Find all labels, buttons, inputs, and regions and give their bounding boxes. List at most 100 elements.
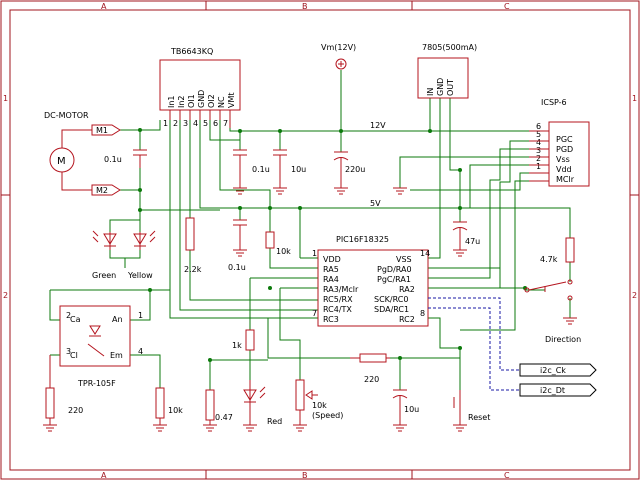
frame-col-c-bottom: C: [504, 471, 510, 480]
cap-c5-value: 47u: [465, 237, 480, 246]
motor-m2-label: M2: [96, 186, 108, 195]
photo-pin-an: An: [112, 315, 123, 324]
icsp-num-1: 1: [536, 162, 541, 171]
frame-row-2-left: 2: [3, 291, 8, 300]
speed-potentiometer: 10k (Speed): [295, 379, 343, 425]
cap-c4-value: 220u: [345, 165, 365, 174]
mcu-pin-pgc-ra1: PgC/RA1: [377, 275, 411, 284]
photo-pin-em: Em: [110, 351, 123, 360]
driver-pin-num-3: 3: [183, 119, 188, 128]
vm-supply: Vm(12V) 12V 5V: [321, 43, 386, 208]
rail-5v-label: 5V: [370, 199, 381, 208]
photo-num-2: 2: [66, 311, 71, 320]
motor-driver-ic: TB6643KQ In1 In2 OI1 GND OI2 NC VMt 1 2 …: [159, 47, 241, 128]
mcu-pin-num-14: 14: [420, 249, 430, 258]
icsp-header: ICSP-6 PGC PGD Vss Vdd MClr 6 5 4 3 2 1: [529, 98, 590, 187]
junctions: [138, 128, 527, 362]
icsp-num-4: 4: [536, 138, 541, 147]
mcu-pin-num-1: 1: [312, 249, 317, 258]
regulator-pin-in: IN: [426, 88, 435, 96]
mcu-pin-ra3-mclr: RA3/Mclr: [323, 285, 359, 294]
driver-pin-num-6: 6: [213, 119, 218, 128]
i2c-data-label: i2c_Dt: [540, 386, 565, 395]
led-yellow-label: Yellow: [127, 271, 153, 280]
photo-name: TPR-105F: [77, 379, 116, 388]
frame-col-a-bottom: A: [101, 471, 107, 480]
driver-pin-num-1: 1: [163, 119, 168, 128]
cap-c1-value: 0.1u: [104, 155, 122, 164]
icsp-pin-pgd: PGD: [556, 145, 573, 154]
frame-row-1-right: 1: [632, 94, 637, 103]
mcu-name: PIC16F18325: [336, 235, 389, 244]
led-red-label: Red: [267, 417, 282, 426]
driver-pin-in1: In1: [167, 95, 176, 108]
res-10k-b-value: 10k: [168, 406, 183, 415]
driver-pin-in2: In2: [177, 95, 186, 108]
mcu-pin-rc2: RC2: [399, 315, 415, 324]
direction-switch[interactable]: Direction: [524, 279, 581, 344]
i2c-signals: i2c_Ck i2c_Dt: [428, 297, 597, 397]
photo-pin-cl: Cl: [70, 351, 78, 360]
frame-col-b-bottom: B: [302, 471, 308, 480]
regulator-pin-out: OUT: [446, 79, 455, 96]
frame-row-1-left: 1: [3, 94, 8, 103]
cap-c3-value: 10u: [291, 165, 306, 174]
driver-pin-num-2: 2: [173, 119, 178, 128]
cap-c7-value: 10u: [404, 405, 419, 414]
wires: [49, 70, 571, 390]
motor-m1-label: M1: [96, 126, 108, 135]
mcu-pin-ra5: RA5: [323, 265, 339, 274]
driver-pin-num-7: 7: [223, 119, 228, 128]
icsp-pin-mclr: MClr: [556, 175, 575, 184]
res-220-a-value: 220: [68, 406, 83, 415]
rail-12v-label: 12V: [370, 121, 386, 130]
frame-col-c-top: C: [504, 2, 510, 11]
mcu-pin-sda-rc1: SDA/RC1: [374, 305, 409, 314]
mcu-pin-ra4: RA4: [323, 275, 339, 284]
res-1k-value: 1k: [232, 341, 242, 350]
res-047-value: 0.47: [215, 413, 233, 422]
mcu-pin-pgd-ra0: PgD/RA0: [377, 265, 412, 274]
regulator-pin-gnd: GND: [436, 78, 445, 96]
pot-value: 10k: [312, 401, 327, 410]
motor-symbol: M: [57, 156, 66, 167]
led-yellow: Yellow: [127, 230, 156, 280]
res-2k2-value: 2.2k: [184, 265, 202, 274]
driver-pin-gnd: GND: [197, 90, 206, 108]
mcu-pin-num-8: 8: [420, 309, 425, 318]
mcu-pin-rc3: RC3: [323, 315, 339, 324]
reset-button[interactable]: Reset: [453, 390, 490, 425]
driver-name: TB6643KQ: [170, 47, 213, 56]
cap-c6-value: 0.1u: [228, 263, 246, 272]
dc-motor: DC-MOTOR M1 M2 M: [44, 111, 121, 196]
driver-pin-oi1: OI1: [187, 94, 196, 108]
resistors: 2.2k 10k 1k 220 10k 0.47 220 4.7k: [45, 217, 575, 425]
regulator-name: 7805(500mA): [422, 43, 477, 52]
i2c-clk-label: i2c_Ck: [540, 366, 566, 375]
icsp-pin-pgc: PGC: [556, 135, 573, 144]
mcu-pin-vdd: VDD: [323, 255, 341, 264]
icsp-num-6: 6: [536, 122, 541, 131]
driver-pin-vmt: VMt: [227, 92, 236, 108]
driver-pin-num-5: 5: [203, 119, 208, 128]
pot-caption: (Speed): [312, 411, 343, 420]
driver-pin-oi2: OI2: [207, 94, 216, 108]
photo-num-1: 1: [138, 311, 143, 320]
frame-col-b-top: B: [302, 2, 308, 11]
motor-label: DC-MOTOR: [44, 111, 89, 120]
res-10k-a-value: 10k: [276, 247, 291, 256]
driver-pin-nc: NC: [217, 96, 226, 108]
led-green-label: Green: [92, 271, 116, 280]
photo-interrupter: Ca An Cl Em 2 1 3 4 TPR-105F: [59, 305, 143, 388]
mcu-pin-rc4-tx: RC4/TX: [323, 305, 352, 314]
mcu-pin-rc5-rx: RC5/RX: [323, 295, 353, 304]
led-red: Red: [243, 380, 282, 426]
res-220-b-value: 220: [364, 375, 379, 384]
mcu-pic16f18325: PIC16F18325 VDD RA5 RA4 RA3/Mclr RC5/RX …: [312, 235, 430, 327]
photo-num-4: 4: [138, 347, 143, 356]
regulator-7805: 7805(500mA) IN GND OUT: [417, 43, 477, 99]
icsp-pin-vss: Vss: [556, 155, 570, 164]
driver-pin-num-4: 4: [193, 119, 198, 128]
